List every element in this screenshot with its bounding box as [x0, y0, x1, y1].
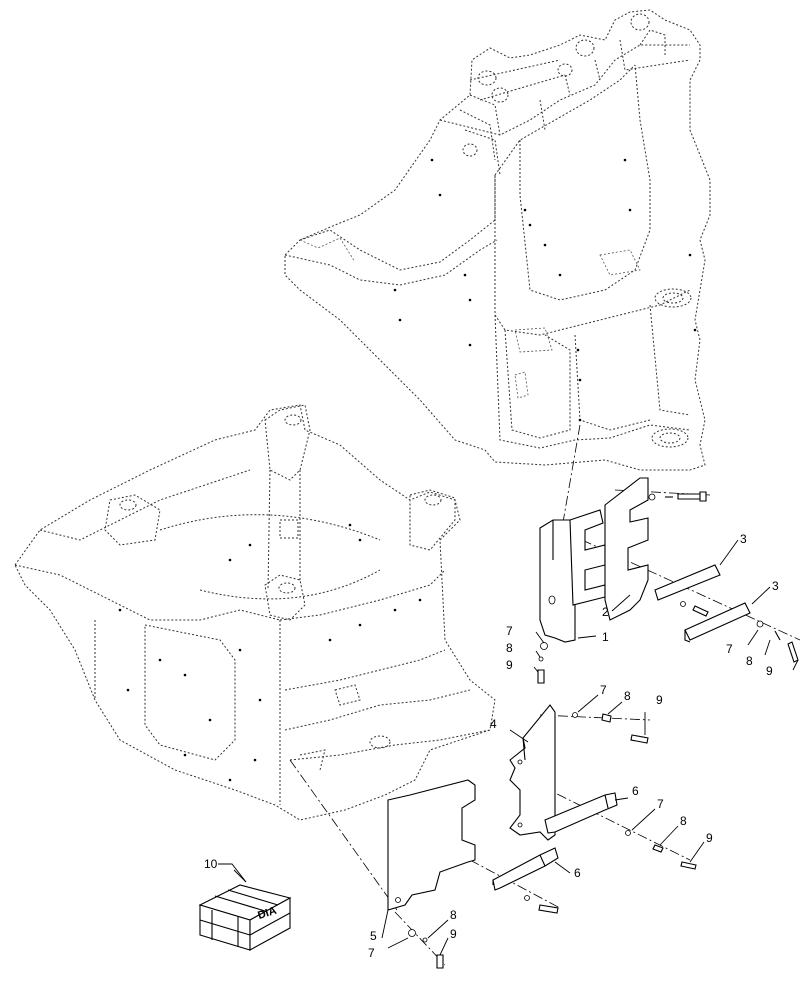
callout-9-part6: 9 — [706, 831, 713, 845]
callout-5: 5 — [370, 929, 377, 943]
callout-7-part1: 7 — [506, 624, 513, 638]
callout-6-upper: 6 — [632, 784, 639, 798]
callout-9-part5: 9 — [450, 927, 457, 941]
part-2-bracket — [569, 477, 649, 621]
callout-labels: 1 2 3 3 4 5 6 6 7 7 7 7 7 8 8 8 8 8 9 9 … — [204, 532, 779, 960]
hardware-set-part-5 — [408, 929, 444, 969]
callout-3-upper: 3 — [740, 532, 747, 546]
callout-7-part4: 7 — [600, 683, 607, 697]
hardware-set-part-1 — [537, 642, 548, 684]
part-6-bracket-upper — [544, 792, 618, 834]
callout-4: 4 — [490, 717, 497, 731]
front-frame-ghost — [14, 404, 496, 821]
callout-6-lower: 6 — [574, 866, 581, 880]
callout-7-part6: 7 — [657, 797, 664, 811]
part-4-plate — [509, 704, 556, 841]
callout-9-part3: 9 — [766, 664, 773, 678]
hardware-set-upper-right — [648, 491, 799, 663]
part-6-bracket-lower — [492, 847, 559, 891]
rear-frame-ghost — [284, 9, 711, 471]
leader-10 — [218, 863, 247, 883]
callout-7-part3: 7 — [726, 642, 733, 656]
leader-lines — [233, 539, 799, 956]
callout-7-part5: 7 — [368, 946, 375, 960]
callout-9-part4: 9 — [656, 693, 663, 707]
part-10-kit-box: DIA — [198, 884, 292, 951]
part-3-bar-lower — [684, 602, 751, 643]
hardware-set-mid-right — [524, 712, 697, 914]
part-5-plate — [387, 779, 476, 911]
callout-2: 2 — [602, 605, 609, 619]
assembly-centerlines — [289, 424, 801, 966]
callout-8-part5: 8 — [450, 908, 457, 922]
callout-3-lower: 3 — [772, 579, 779, 593]
kit-box-label: DIA — [256, 905, 278, 922]
callout-8-part4: 8 — [624, 689, 631, 703]
callout-8-part6: 8 — [680, 814, 687, 828]
callout-9-part1: 9 — [506, 658, 513, 672]
callout-10: 10 — [204, 857, 218, 871]
callout-8-part3: 8 — [746, 654, 753, 668]
part-1-shield — [539, 519, 576, 643]
part-3-bar-upper — [654, 564, 721, 601]
callout-1: 1 — [602, 630, 609, 644]
callout-8-part1: 8 — [506, 641, 513, 655]
